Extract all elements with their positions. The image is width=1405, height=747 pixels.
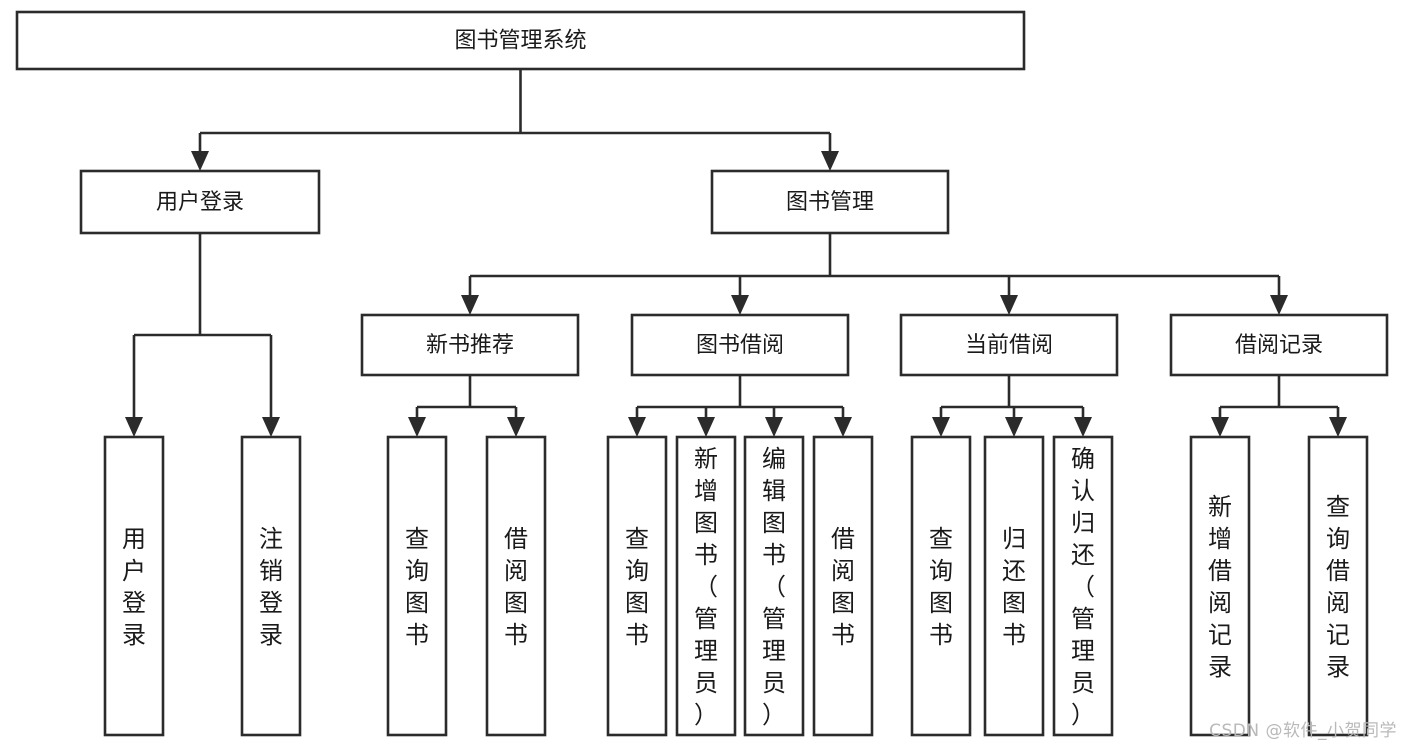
node-box-leaf-query-book-1 [386,435,448,737]
node-label-leaf-edit-book: 编辑图书（管理员） [762,445,786,729]
node-book-manage[interactable]: 图书管理 [710,169,950,235]
node-label-leaf-borrow-book-2: 借阅图书 [831,525,855,649]
node-leaf-user-login[interactable]: 用户登录 [103,435,165,737]
node-box-leaf-borrow-book-2 [812,435,874,737]
node-label-book-borrow: 图书借阅 [696,333,784,358]
node-box-current-borrow [899,313,1119,377]
node-borrow-record[interactable]: 借阅记录 [1169,313,1389,377]
node-box-book-borrow [630,313,850,377]
node-label-new-book-rec: 新书推荐 [426,333,514,358]
node-leaf-borrow-book-2[interactable]: 借阅图书 [812,435,874,737]
node-leaf-user-logout[interactable]: 注销登录 [240,435,302,737]
node-label-leaf-borrow-book-1: 借阅图书 [504,525,528,649]
node-leaf-borrow-book-1[interactable]: 借阅图书 [485,435,547,737]
node-label-leaf-confirm-return: 确认归还（管理员） [1071,445,1095,729]
node-box-leaf-add-record [1189,435,1251,737]
node-leaf-add-book[interactable]: 新增图书（管理员） [675,435,737,737]
node-box-leaf-return-book [983,435,1045,737]
node-label-root: 图书管理系统 [454,29,586,54]
node-label-book-manage: 图书管理 [786,190,874,215]
nodes-layer: 图书管理系统用户登录图书管理新书推荐图书借阅当前借阅借阅记录用户登录注销登录查询… [15,10,1389,737]
node-label-leaf-add-book: 新增图书（管理员） [694,445,718,729]
node-label-leaf-user-logout: 注销登录 [259,525,283,649]
node-box-root [15,10,1026,71]
node-label-current-borrow: 当前借阅 [965,333,1053,358]
node-label-leaf-query-book-1: 查询图书 [405,525,429,649]
node-label-leaf-return-book: 归还图书 [1002,525,1026,649]
watermark-label: CSDN @软件_小贺同学 [1209,721,1397,741]
node-box-leaf-edit-book [743,435,805,737]
node-leaf-query-book-2[interactable]: 查询图书 [606,435,668,737]
node-leaf-query-record[interactable]: 查询借阅记录 [1307,435,1369,737]
node-box-leaf-user-login [103,435,165,737]
node-label-user-login: 用户登录 [156,190,244,215]
node-box-leaf-query-record [1307,435,1369,737]
edges-layer [125,69,1347,437]
node-user-login[interactable]: 用户登录 [79,169,321,235]
node-label-leaf-query-book-3: 查询图书 [929,525,953,649]
node-box-leaf-borrow-book-1 [485,435,547,737]
node-leaf-return-book[interactable]: 归还图书 [983,435,1045,737]
node-label-leaf-user-login: 用户登录 [122,525,146,649]
node-box-new-book-rec [360,313,580,377]
node-leaf-confirm-return[interactable]: 确认归还（管理员） [1052,435,1114,737]
node-label-borrow-record: 借阅记录 [1235,333,1323,358]
node-leaf-query-book-3[interactable]: 查询图书 [910,435,972,737]
node-leaf-edit-book[interactable]: 编辑图书（管理员） [743,435,805,737]
node-leaf-add-record[interactable]: 新增借阅记录 [1189,435,1251,737]
node-box-leaf-confirm-return [1052,435,1114,737]
node-leaf-query-book-1[interactable]: 查询图书 [386,435,448,737]
node-box-book-manage [710,169,950,235]
node-box-leaf-query-book-3 [910,435,972,737]
node-box-leaf-add-book [675,435,737,737]
node-box-borrow-record [1169,313,1389,377]
node-box-user-login [79,169,321,235]
node-new-book-rec[interactable]: 新书推荐 [360,313,580,377]
node-box-leaf-query-book-2 [606,435,668,737]
node-root[interactable]: 图书管理系统 [15,10,1026,71]
node-label-leaf-add-record: 新增借阅记录 [1208,493,1232,681]
node-box-leaf-user-logout [240,435,302,737]
node-book-borrow[interactable]: 图书借阅 [630,313,850,377]
node-label-leaf-query-record: 查询借阅记录 [1326,493,1350,681]
node-current-borrow[interactable]: 当前借阅 [899,313,1119,377]
node-label-leaf-query-book-2: 查询图书 [625,525,649,649]
